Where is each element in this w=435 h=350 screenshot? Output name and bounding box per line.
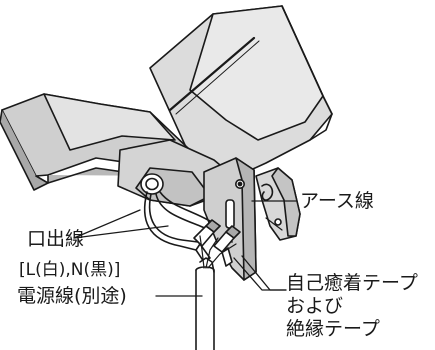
right-wing (149, 5, 333, 179)
tape-callout: 自己癒着テープ および 絶縁テープ (286, 272, 418, 341)
tape-label-line1: 自己癒着テープ (286, 272, 418, 294)
lead-wires (143, 191, 221, 251)
earth-wire-label: アース線 (300, 190, 374, 212)
earth-terminal (235, 167, 301, 241)
tape-label-line3: 絶縁テープ (286, 318, 380, 340)
cable-grommet (140, 173, 164, 195)
lead-wire-colors-label: [L(白),N(黒)] (19, 260, 121, 280)
power-cable-label: 電源線(別途) (17, 285, 127, 307)
lead-wire-label: 口出線 (27, 228, 85, 250)
power-cable (195, 235, 237, 350)
tape-label-line2: および (286, 295, 344, 317)
leader-lines (73, 200, 297, 297)
